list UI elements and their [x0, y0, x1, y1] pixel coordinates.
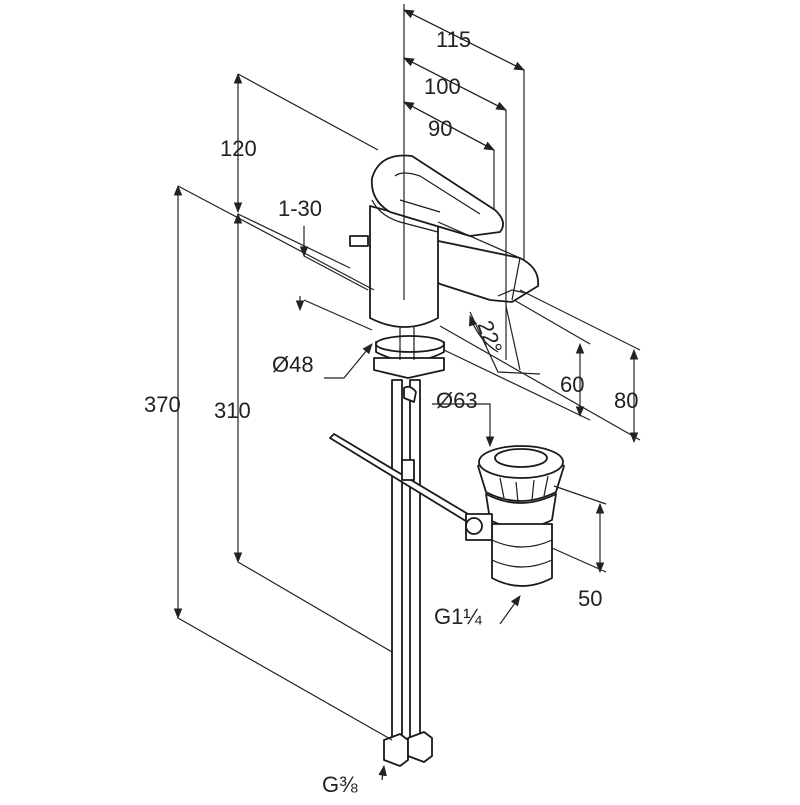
drain-assembly	[465, 445, 565, 587]
dim-115: 115	[436, 27, 471, 52]
dim-diameter-48: Ø48	[272, 352, 314, 377]
dim-thread-g114: G1¼	[434, 604, 482, 629]
faucet-lever	[370, 154, 504, 237]
dimension-lines	[173, 4, 641, 781]
dim-1-30: 1-30	[278, 196, 322, 221]
dim-50: 50	[578, 586, 602, 611]
popup-knob	[349, 235, 369, 247]
dim-120: 120	[220, 136, 257, 161]
dim-100: 100	[424, 74, 461, 99]
supply-hose	[391, 379, 403, 739]
hose-nut	[383, 733, 409, 767]
supply-hose-2	[409, 379, 421, 739]
dimension-labels: 115 100 90 120 1-30 370 310 Ø48 22° 60 8…	[144, 27, 638, 797]
dim-90: 90	[428, 116, 452, 141]
dim-thread-g38: G⅜	[322, 772, 358, 797]
mounting-plate	[373, 357, 445, 379]
dim-80: 80	[614, 388, 638, 413]
dim-60: 60	[560, 372, 584, 397]
dim-370: 370	[144, 392, 181, 417]
dim-diameter-63: Ø63	[436, 388, 478, 413]
faucet	[329, 154, 540, 767]
drain-pipe	[491, 523, 553, 587]
dim-angle-22: 22°	[472, 317, 507, 357]
hose-nut-2	[407, 731, 433, 763]
dim-310: 310	[214, 398, 251, 423]
